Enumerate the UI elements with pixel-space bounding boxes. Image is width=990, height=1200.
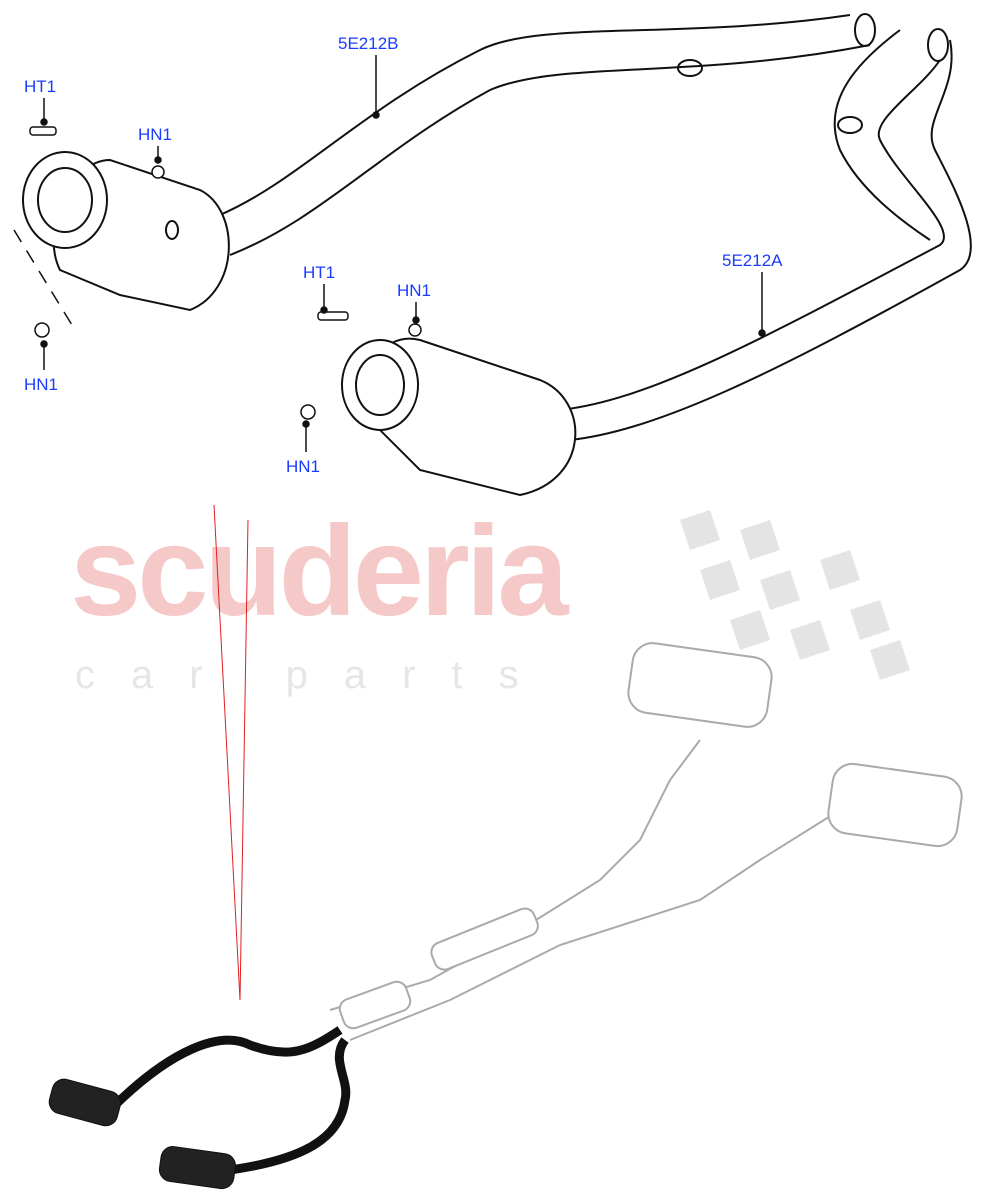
highlighted-catalysts xyxy=(48,1078,236,1190)
watermark-logo: scuderia xyxy=(70,500,568,643)
red-pointer-lines xyxy=(213,504,249,1001)
callout-ht1: HT1 xyxy=(303,263,336,282)
right-catalytic-converter xyxy=(341,337,577,497)
callout-5e212a: 5E212A xyxy=(722,251,783,270)
callout-hn1: HN1 xyxy=(286,457,321,476)
checkered-flag-watermark xyxy=(680,510,910,680)
front-exhaust-pipe-5E212B xyxy=(219,13,876,256)
callout-5e212b: 5E212B xyxy=(338,34,399,53)
callout-hn1: HN1 xyxy=(24,375,59,394)
callout-leaders xyxy=(13,55,766,452)
callout-hn1: HN1 xyxy=(138,125,173,144)
highlighted-front-pipes xyxy=(106,1026,351,1175)
left-catalytic-converter xyxy=(22,151,230,312)
callout-hn1: HN1 xyxy=(397,281,432,300)
exhaust-system-overview xyxy=(329,642,963,1041)
watermark-sub: car parts xyxy=(75,653,555,697)
callout-ht1: HT1 xyxy=(24,77,57,96)
fasteners xyxy=(29,126,422,420)
front-exhaust-pipe-5E212A xyxy=(559,28,972,441)
